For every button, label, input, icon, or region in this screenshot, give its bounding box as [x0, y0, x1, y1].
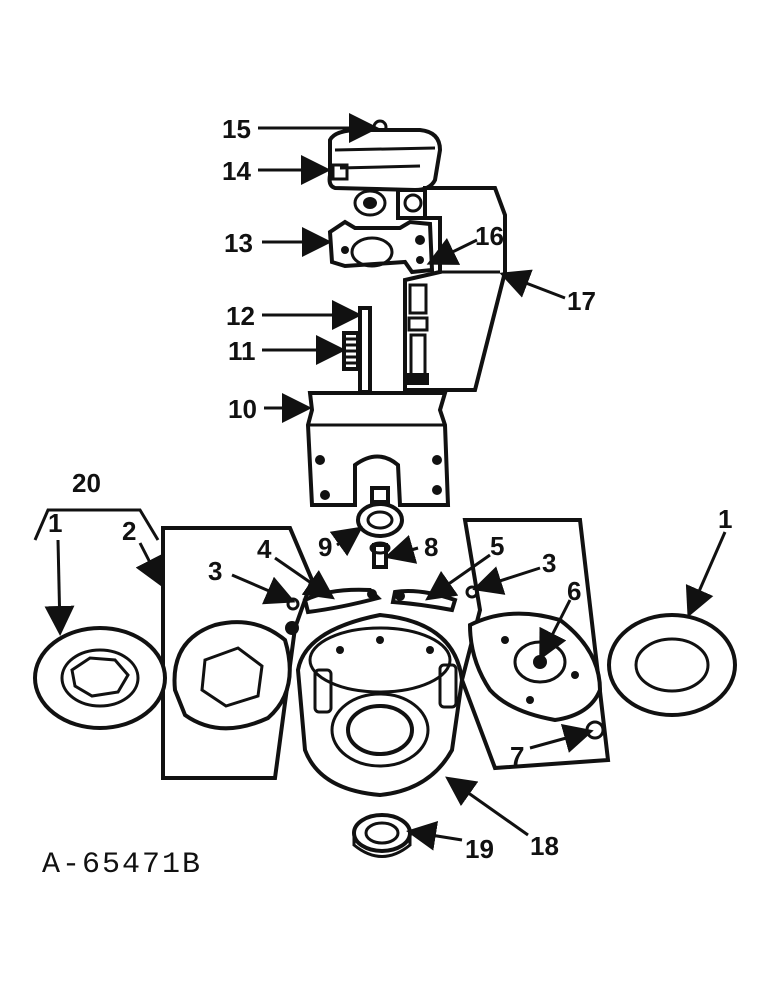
callout-labels: 15 14 13 16 17 12 11 10 9 8 3 4 5 3 6 7 …: [48, 114, 732, 864]
label-17: 17: [567, 286, 596, 316]
part-18-housing-cup: [295, 612, 465, 798]
label-12: 12: [226, 301, 255, 331]
part-2-left-panel: [161, 526, 315, 780]
part-11-spring: [342, 331, 360, 371]
label-2: 2: [122, 516, 136, 546]
part-13-bracket: [327, 219, 435, 275]
part-14-cover: [327, 128, 443, 193]
part-17-housing: [403, 186, 507, 392]
part-9-bearing: [356, 486, 404, 538]
right-panel: [459, 518, 611, 771]
label-9: 9: [318, 532, 332, 562]
label-8: 8: [424, 532, 438, 562]
leader-lines: [33, 113, 727, 851]
label-13: 13: [224, 228, 253, 258]
bushings: [353, 188, 430, 220]
label-3-left: 3: [208, 556, 222, 586]
label-1-right: 1: [718, 504, 732, 534]
part-12-rod: [358, 306, 372, 394]
label-3-right: 3: [542, 548, 556, 578]
label-20: 20: [72, 468, 101, 498]
label-7: 7: [510, 741, 524, 771]
part-8-nut: [369, 541, 391, 569]
label-10: 10: [228, 394, 257, 424]
part-1-left-disc: [33, 626, 167, 730]
label-6: 6: [567, 576, 581, 606]
part-1-right-disc: [607, 613, 737, 717]
label-16: 16: [475, 221, 504, 251]
part-19-seal: [352, 813, 412, 858]
label-1-left: 1: [48, 508, 62, 538]
label-14: 14: [222, 156, 251, 186]
label-15: 15: [222, 114, 251, 144]
label-18: 18: [530, 831, 559, 861]
label-19: 19: [465, 834, 494, 864]
part-10-plate: [305, 391, 451, 507]
label-4: 4: [257, 534, 272, 564]
diagram-code: A-65471B: [42, 848, 202, 882]
label-11: 11: [228, 336, 256, 366]
label-5: 5: [490, 531, 504, 561]
